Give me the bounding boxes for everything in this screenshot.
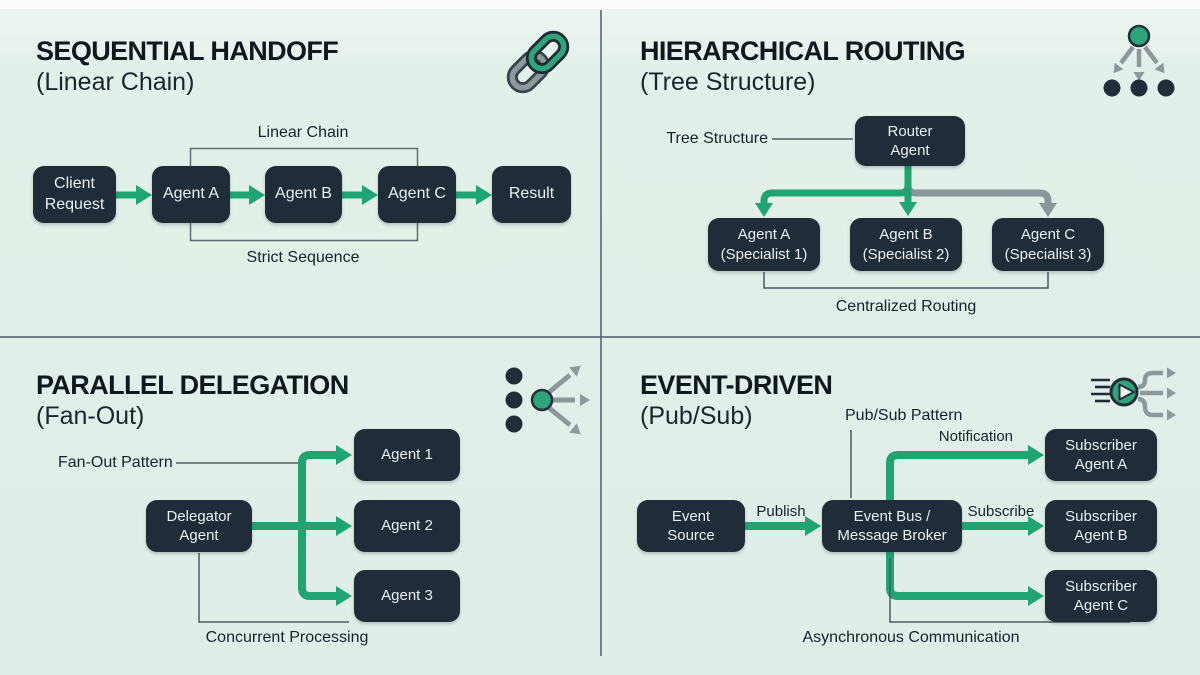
q2-bottom-bracket: [763, 272, 1049, 289]
q4-subtitle: (Pub/Sub): [640, 402, 753, 430]
q1-flow-arrows: [116, 185, 492, 205]
q3-bottom-bracket: [198, 553, 349, 623]
node-event-bus: Event Bus / Message Broker: [822, 500, 962, 552]
node-agent-c: Agent C: [378, 166, 456, 223]
q1-subtitle: (Linear Chain): [36, 68, 195, 96]
vertical-divider: [600, 10, 602, 656]
q4-title: EVENT-DRIVEN: [640, 370, 833, 400]
q3-left-label: Fan-Out Pattern: [58, 454, 173, 471]
q4-notification-label: Notification: [938, 428, 1013, 445]
q3-bottom-label: Concurrent Processing: [205, 629, 369, 646]
q2-gray-branch: [904, 168, 1057, 217]
q3-fanout-arrows: [252, 445, 352, 606]
event-stream-icon: [1091, 367, 1176, 421]
node-subscriber-c: Subscriber Agent C: [1045, 570, 1157, 622]
q2-subtitle: (Tree Structure): [640, 68, 816, 96]
q1-bottom-label: Strict Sequence: [246, 249, 360, 266]
q1-top-label: Linear Chain: [257, 124, 349, 141]
horizontal-divider: [0, 336, 1200, 338]
node-subscriber-b: Subscriber Agent B: [1045, 500, 1157, 552]
chain-link-icon: [506, 30, 570, 94]
node-result: Result: [492, 166, 571, 223]
q4-bottom-bracket: [889, 558, 1130, 623]
q3-subtitle: (Fan-Out): [36, 402, 145, 430]
q1-title: SEQUENTIAL HANDOFF: [36, 36, 339, 66]
node-agent-a: Agent A: [152, 166, 230, 223]
fan-out-icon: [505, 365, 590, 435]
node-event-source: Event Source: [637, 500, 745, 552]
node-agent-3: Agent 3: [354, 570, 460, 622]
node-specialist-a: Agent A (Specialist 1): [708, 218, 820, 271]
q4-bottom-label: Asynchronous Communication: [802, 629, 1020, 646]
top-edge-strip: [0, 0, 1200, 9]
node-router-agent: Router Agent: [855, 116, 965, 166]
q2-title: HIERARCHICAL ROUTING: [640, 36, 966, 66]
q4-publish-label: Publish: [756, 503, 806, 520]
tree-structure-icon: [1103, 24, 1175, 97]
node-agent-b: Agent B: [265, 166, 342, 223]
q2-bottom-label: Centralized Routing: [835, 298, 977, 315]
node-delegator-agent: Delegator Agent: [146, 500, 252, 552]
q3-title: PARALLEL DELEGATION: [36, 370, 349, 400]
node-agent-2: Agent 2: [354, 500, 460, 552]
node-subscriber-a: Subscriber Agent A: [1045, 429, 1157, 481]
node-client-request: Client Request: [33, 166, 116, 223]
node-agent-1: Agent 1: [354, 429, 460, 481]
q2-left-label: Tree Structure: [666, 130, 768, 147]
node-specialist-c: Agent C (Specialist 3): [992, 218, 1104, 271]
q2-green-branches: [755, 164, 917, 217]
q4-subscribe-label: Subscribe: [967, 503, 1035, 520]
node-specialist-b: Agent B (Specialist 2): [850, 218, 962, 271]
q4-pattern-label: Pub/Sub Pattern: [845, 407, 963, 424]
